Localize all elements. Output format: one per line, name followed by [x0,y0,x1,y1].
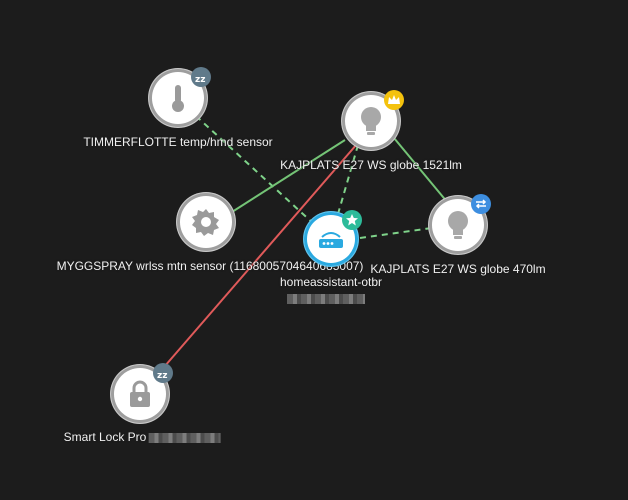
node-temp-sensor[interactable]: zz [149,67,211,127]
node-bulb-470[interactable] [429,194,491,254]
lightbulb-icon [448,211,468,239]
router-icon [319,232,343,248]
edge-bulb1521-to-bulb470 [393,137,449,204]
label-motion-sensor: MYGGSPRAY wrlss mtn sensor (116800570464… [56,259,364,273]
sleep-zzz-icon: zz [195,75,205,83]
svg-text:zz: zz [195,75,205,83]
edge-router-to-bulb470 [359,227,433,239]
label-temp-sensor: TIMMERFLOTTE temp/hmd sensor [83,135,273,149]
label-router: homeassistant-otbr [279,275,383,289]
edge-temp-to-router [195,115,316,226]
route-badge [471,194,491,214]
edge-lock-to-bulb1521 [157,143,358,375]
redacted-block [148,432,221,443]
edge-motion-to-bulb1521 [231,139,346,213]
lightbulb-icon [361,107,381,135]
node-bulb-1521[interactable] [342,90,404,150]
smart-lock-label-text: Smart Lock Pro [63,430,147,444]
motion-sensor-icon [192,209,219,236]
label-router-redacted [287,291,365,305]
svg-text:zz: zz [157,371,167,379]
sleep-badge: zz [153,363,173,383]
thermometer-icon [172,85,184,112]
redacted-block [287,293,365,304]
lock-icon [130,380,150,407]
star-icon [346,214,358,226]
label-bulb-1521: KAJPLATS E27 WS globe 1521lm [280,158,462,172]
label-bulb-470: KAJPLATS E27 WS globe 470lm [370,262,546,276]
sleep-zzz-icon: zz [157,371,167,379]
crown-badge [384,90,404,110]
node-router[interactable] [304,210,362,266]
node-smart-lock[interactable]: zz [111,363,173,423]
star-badge [342,210,362,230]
edge-bulb1521-to-router [337,144,359,215]
sleep-badge: zz [191,67,211,87]
crown-icon [388,95,400,104]
label-smart-lock: Smart Lock Pro [64,430,221,444]
route-arrows-icon [475,199,487,209]
node-motion-sensor[interactable] [177,193,235,251]
